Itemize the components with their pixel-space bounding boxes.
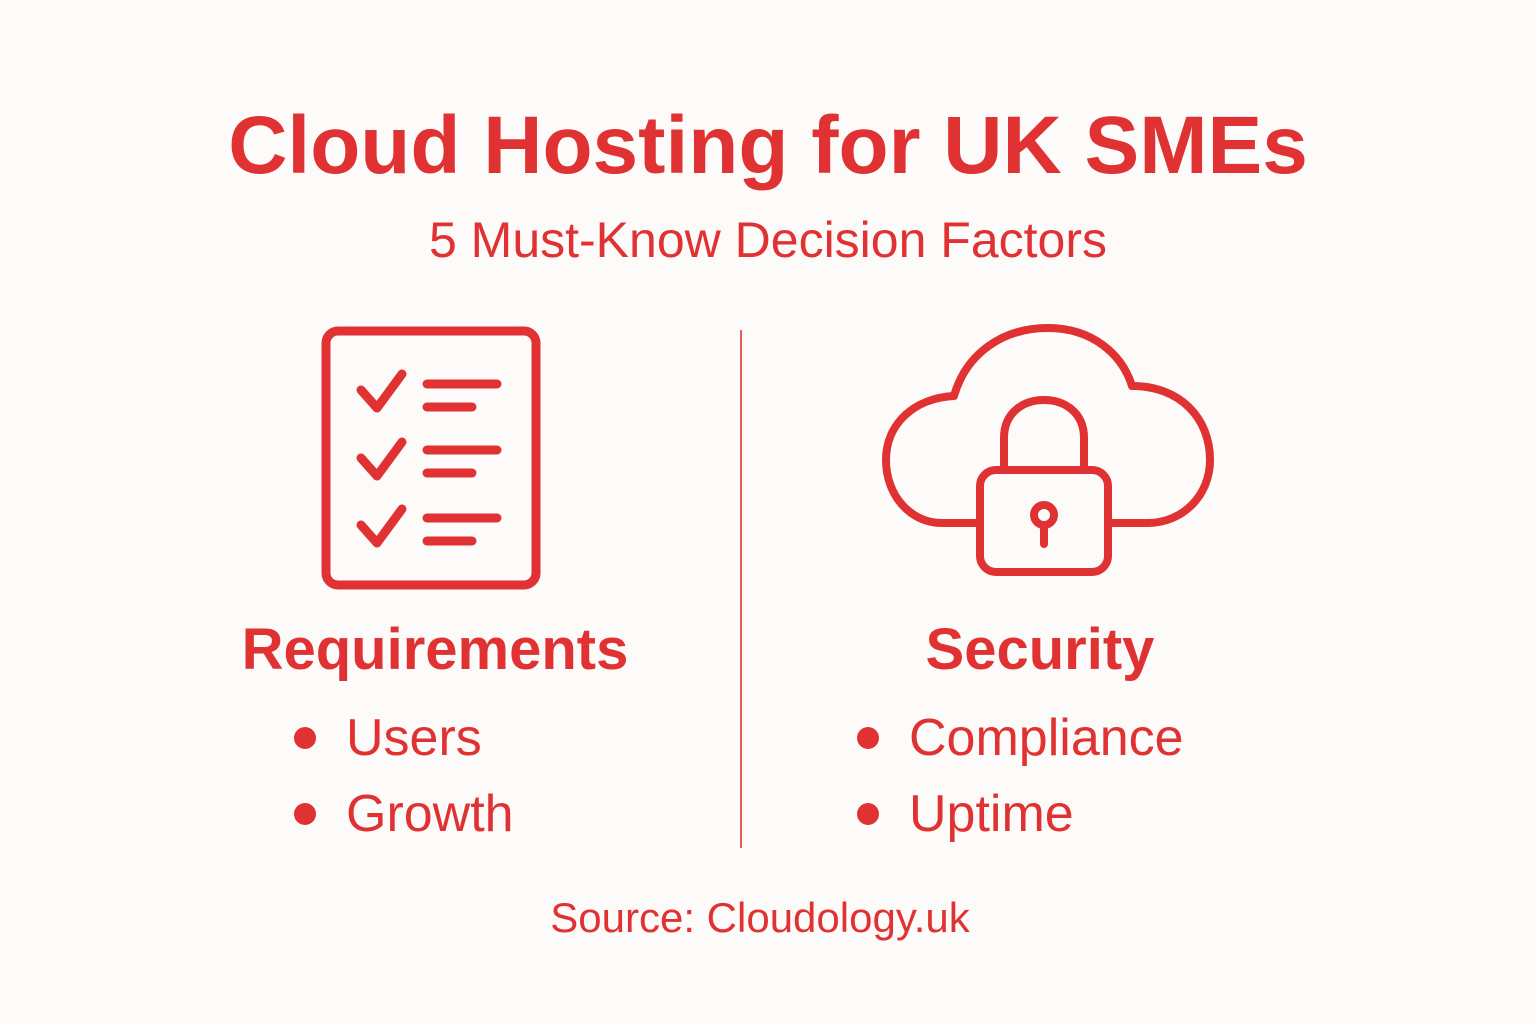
list-item: Users bbox=[290, 700, 514, 776]
list-item: Growth bbox=[290, 776, 514, 852]
checklist-icon bbox=[320, 325, 542, 591]
bullet-icon bbox=[857, 803, 879, 825]
bullet-icon bbox=[857, 727, 879, 749]
page-title: Cloud Hosting for UK SMEs bbox=[228, 100, 1308, 191]
list-item-label: Growth bbox=[346, 785, 514, 843]
list-item-label: Compliance bbox=[909, 709, 1184, 767]
page-subtitle: 5 Must-Know Decision Factors bbox=[428, 212, 1107, 268]
list-item-label: Uptime bbox=[909, 785, 1074, 843]
cloud-lock-icon bbox=[880, 320, 1220, 580]
list-item-label: Users bbox=[346, 709, 482, 767]
list-item: Compliance bbox=[853, 700, 1184, 776]
security-heading: Security bbox=[925, 617, 1155, 682]
security-list: Compliance Uptime bbox=[853, 700, 1184, 852]
source-credit: Source: Cloudology.uk bbox=[550, 894, 970, 941]
requirements-list: Users Growth bbox=[290, 700, 514, 852]
column-divider bbox=[740, 330, 742, 848]
requirements-heading: Requirements bbox=[241, 617, 629, 682]
bullet-icon bbox=[294, 803, 316, 825]
list-item: Uptime bbox=[853, 776, 1184, 852]
bullet-icon bbox=[294, 727, 316, 749]
